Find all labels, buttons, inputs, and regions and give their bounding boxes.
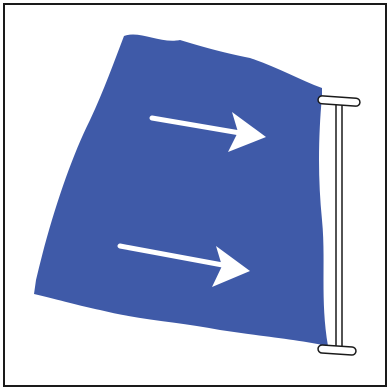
flagpole-top-cap xyxy=(318,96,360,107)
flag-cloth xyxy=(34,34,328,346)
flagpole-bottom-cap xyxy=(318,345,356,356)
flagpole-rod xyxy=(336,100,342,348)
